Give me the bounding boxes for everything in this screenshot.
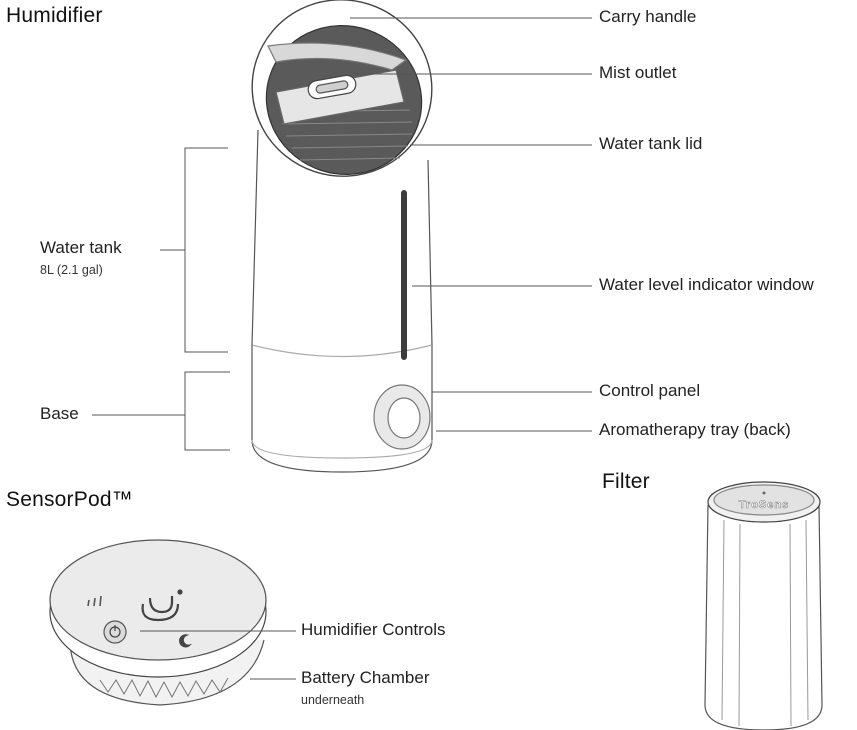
humidifier-illustration	[251, 0, 433, 473]
label-aromatherapy-tray: Aromatherapy tray (back)	[599, 420, 791, 439]
label-water-tank-capacity: 8L (2.1 gal)	[40, 263, 103, 277]
label-control-panel: Control panel	[599, 381, 701, 400]
label-water-level-window: Water level indicator window	[599, 275, 814, 294]
label-water-tank: Water tank	[40, 238, 122, 257]
label-battery-chamber-note: underneath	[301, 693, 365, 707]
label-water-tank-lid: Water tank lid	[599, 134, 703, 153]
moon-icon	[179, 634, 193, 648]
mist-icon	[87, 595, 102, 607]
humidifier-leader-lines	[92, 17, 592, 451]
label-battery-chamber: Battery Chamber	[301, 668, 430, 687]
filter-brand-text: TroSens	[739, 499, 789, 511]
label-mist-outlet: Mist outlet	[599, 63, 677, 82]
sensorpod-title: SensorPod™	[6, 488, 133, 511]
humidifier-title: Humidifier	[6, 4, 103, 27]
filter-illustration: TroSens	[704, 481, 823, 730]
filter-title: Filter	[602, 470, 650, 493]
water-level-window	[401, 190, 407, 360]
magnet-logo-icon	[141, 589, 183, 622]
sensorpod-leader-lines	[140, 630, 296, 680]
label-humidifier-controls: Humidifier Controls	[301, 620, 446, 639]
power-icon	[103, 620, 127, 644]
label-carry-handle: Carry handle	[599, 7, 697, 26]
sensorpod-illustration	[49, 539, 267, 706]
label-base: Base	[40, 404, 79, 423]
